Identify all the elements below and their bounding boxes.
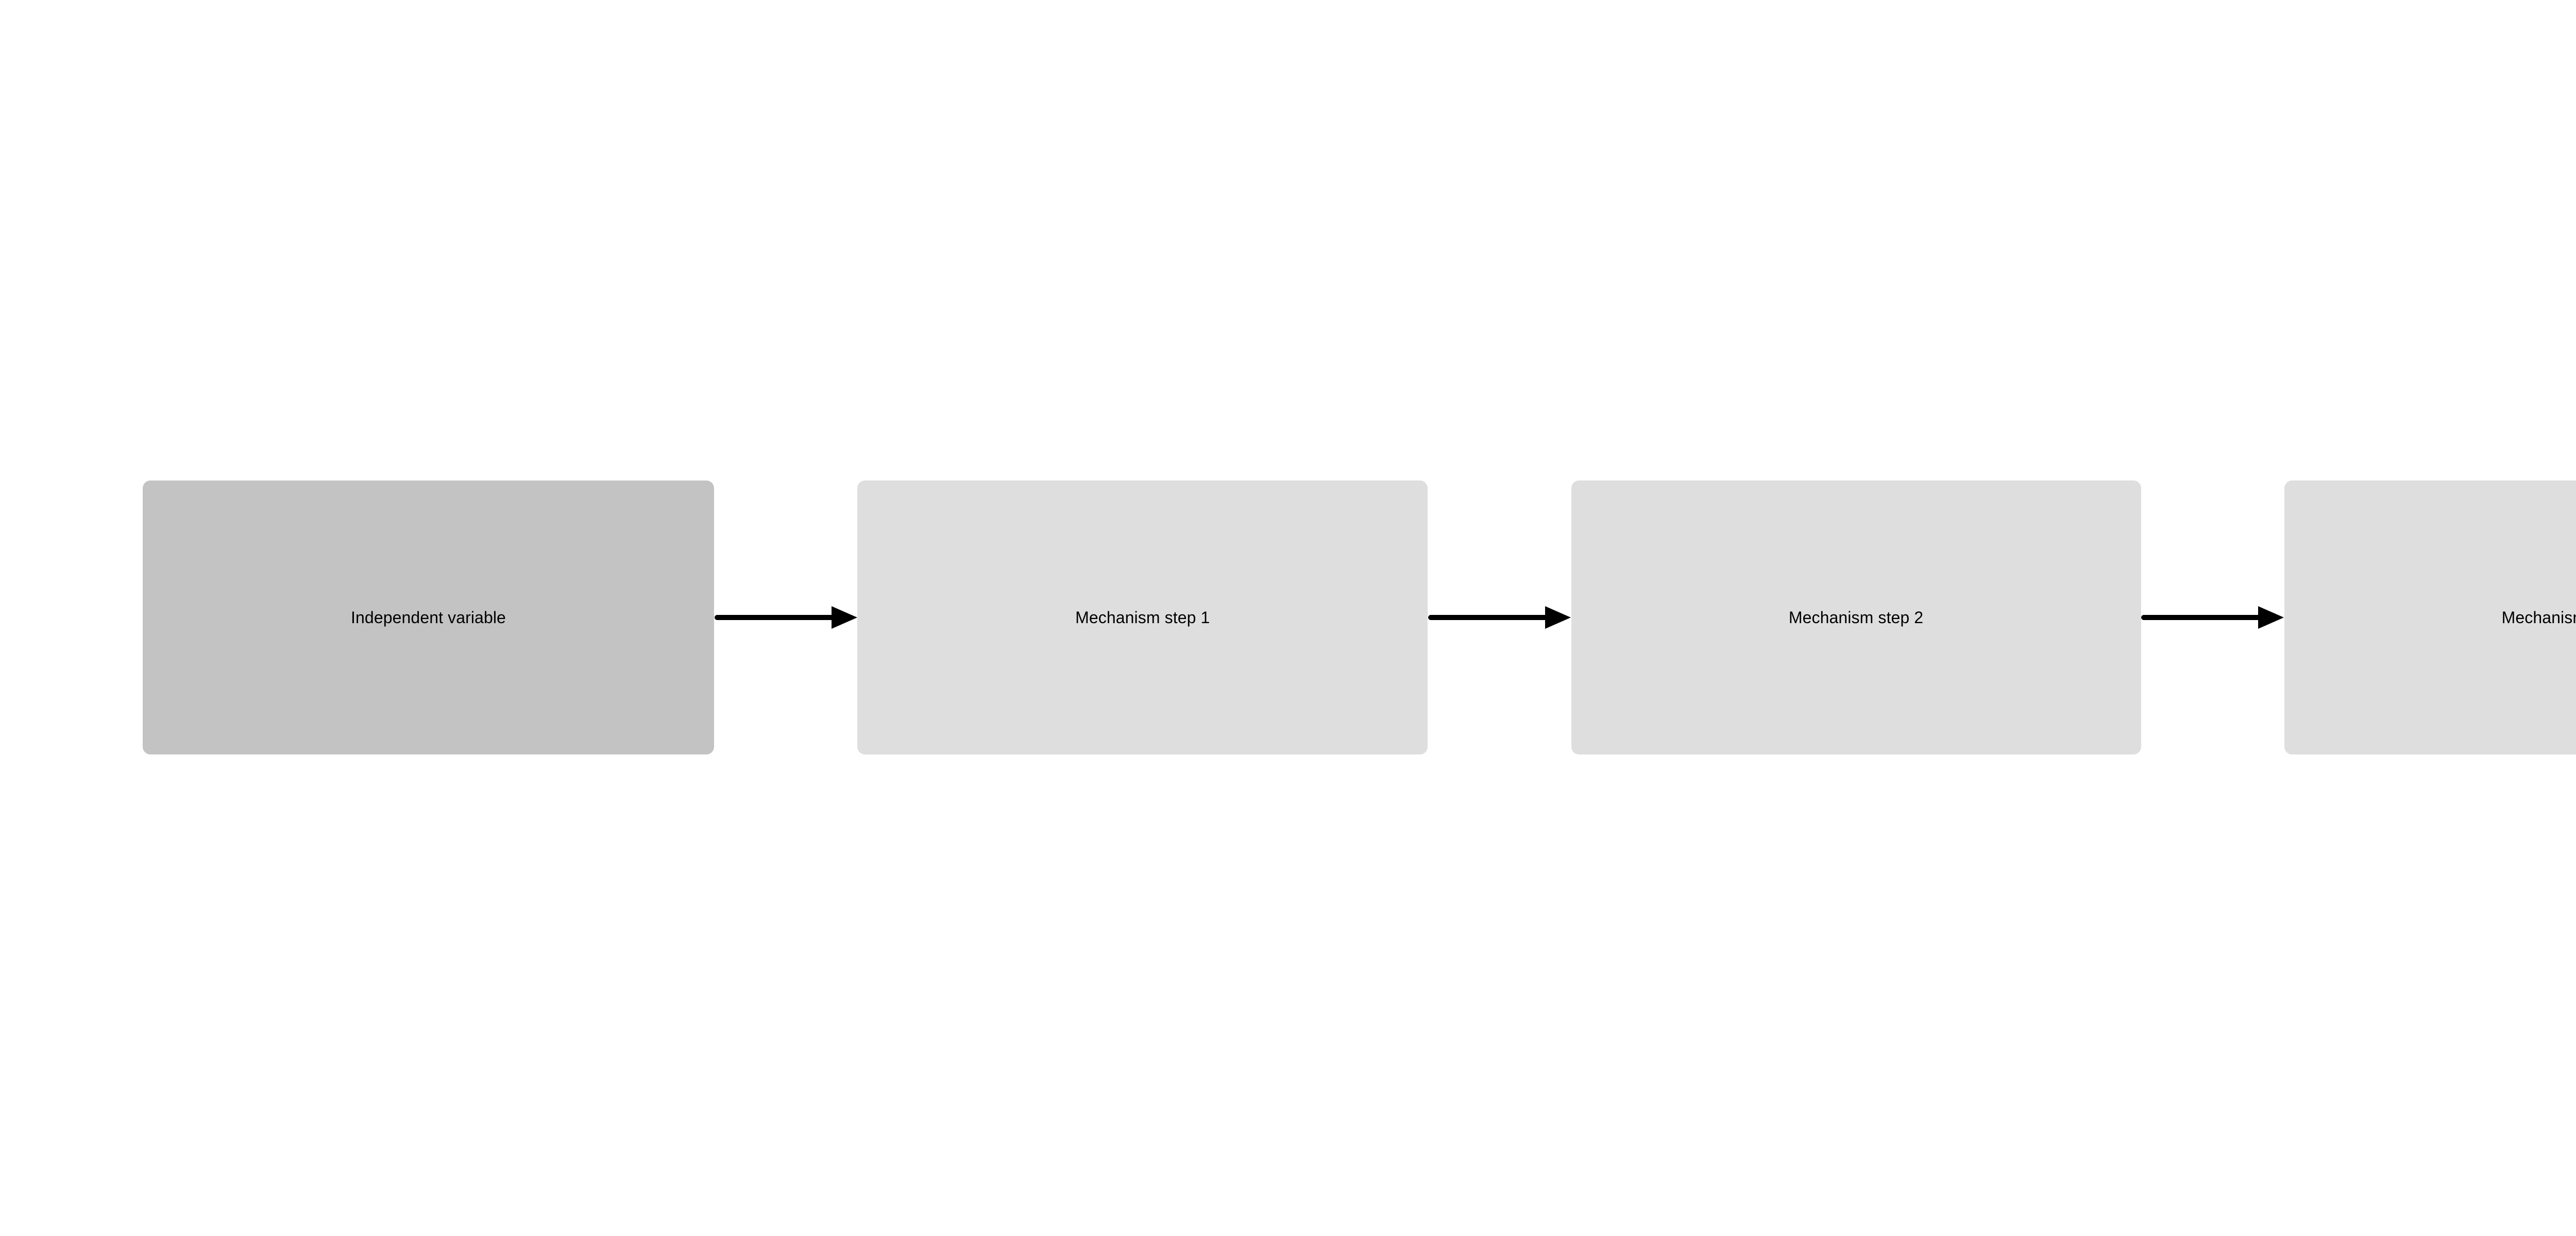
connector-arrow-2 <box>1428 606 1571 629</box>
node-label: Mechanism step 3 <box>2501 608 2576 627</box>
arrow-right-icon <box>1428 606 1571 629</box>
connector-arrow-1 <box>714 606 857 629</box>
arrow-right-icon <box>714 606 857 629</box>
node-independent-variable[interactable]: Independent variable <box>143 480 714 754</box>
arrow-right-icon <box>2141 606 2284 629</box>
node-mechanism-step-2[interactable]: Mechanism step 2 <box>1571 480 2141 754</box>
node-label: Mechanism step 2 <box>1788 608 1924 627</box>
node-label: Mechanism step 1 <box>1075 608 1210 627</box>
node-label: Independent variable <box>351 608 506 627</box>
flowchart-row: Independent variable Mechanism step 1 Me… <box>143 480 2576 754</box>
node-mechanism-step-3[interactable]: Mechanism step 3 <box>2284 480 2576 754</box>
node-mechanism-step-1[interactable]: Mechanism step 1 <box>857 480 1428 754</box>
connector-arrow-3 <box>2141 606 2284 629</box>
